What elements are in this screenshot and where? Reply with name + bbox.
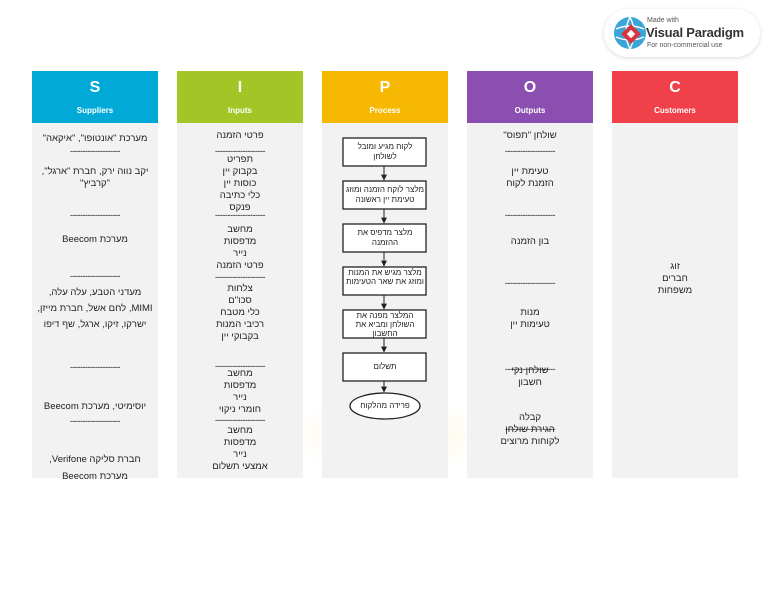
divider: --------------------: [215, 361, 265, 371]
divider: --------------------: [215, 146, 265, 156]
supplier-item: יקב נווה ירק, חברת "ארגל", "קרביץ": [41, 166, 149, 189]
divider: --------------------: [70, 416, 120, 426]
divider: --------------------: [505, 364, 555, 374]
process-end-label: פרידה מהלקוח: [360, 401, 410, 410]
column-body: לקוח מגיע ומובל לשולחן מלצר לוקח הזמנה ו…: [322, 123, 448, 478]
column-header-inputs: I Inputs: [177, 71, 303, 123]
input-item: מחשב מדפסות נייר אמצעי תשלום: [212, 425, 268, 472]
process-step-label: המלצר מפנה את השולחן ומביא את החשבון: [355, 311, 415, 338]
column-letter: O: [523, 79, 537, 96]
process-flowchart: [342, 137, 427, 420]
column-header-process: P Process: [322, 71, 448, 123]
divider: --------------------: [505, 210, 555, 220]
process-step-label: מלצר מדפיס את ההזמנה: [357, 228, 413, 247]
divider: --------------------: [70, 146, 120, 156]
customer-item: זוג חברים משפחות: [657, 261, 693, 296]
divider: --------------------: [70, 210, 120, 220]
divider: --------------------: [215, 415, 265, 425]
output-item: טעימת יין הזמנת לקוח: [506, 166, 554, 189]
column-letter: S: [89, 79, 101, 96]
column-header-customers: C Customers: [612, 71, 738, 123]
process-step-label: מלצר לוקח הזמנה ומוזג טעימת יין ראשונה: [346, 185, 424, 204]
divider: --------------------: [70, 271, 120, 281]
column-suppliers: S Suppliers מערכת "אונטופו", "איקאה" ---…: [32, 71, 158, 482]
column-body: שולחן "תפוס" -------------------- טעימת …: [467, 123, 593, 478]
column-process: P Process לקוח מגיע ומובל לש: [322, 71, 448, 478]
column-title: Outputs: [514, 106, 546, 115]
column-title: Customers: [654, 106, 696, 115]
process-step-label: מלצר מגיש את המנות ומוזג את שאר הטעימות: [346, 268, 424, 286]
column-body: זוג חברים משפחות: [612, 123, 738, 478]
process-end-ellipse: [349, 392, 421, 420]
column-letter: P: [379, 79, 391, 96]
column-title: Suppliers: [76, 106, 114, 115]
visual-paradigm-logo-icon: [614, 16, 646, 50]
column-body: פרטי הזמנה -------------------- תפריט בק…: [177, 123, 303, 478]
process-step-label: תשלום: [373, 362, 397, 371]
input-item: צלחות סכו"ם כלי מטבח רכיבי המנות בקבוקי …: [215, 283, 265, 342]
column-title: Process: [369, 106, 401, 115]
watermark-badge: Made with Visual Paradigm For non-commer…: [604, 9, 760, 57]
supplier-item: יוסימיטי, מערכת Beecom: [43, 401, 147, 412]
divider: --------------------: [505, 278, 555, 288]
watermark-subtitle: For non-commercial use: [647, 42, 723, 49]
output-item: שולחן "תפוס": [503, 130, 557, 141]
divider: --------------------: [505, 424, 555, 434]
supplier-item: חברת סליקה Verifone, מערכת Beecom: [49, 454, 141, 482]
column-header-outputs: O Outputs: [467, 71, 593, 123]
column-header-suppliers: S Suppliers: [32, 71, 158, 123]
output-item: שולחן נקי חשבון: [511, 365, 549, 388]
input-item: מחשב מדפסות נייר פרטי הזמנה: [216, 224, 264, 271]
column-letter: C: [669, 79, 681, 96]
column-title: Inputs: [228, 106, 252, 115]
column-customers: C Customers זוג חברים משפחות: [612, 71, 738, 478]
divider: --------------------: [70, 362, 120, 372]
watermark-brand: Visual Paradigm: [646, 25, 744, 40]
supplier-item: מערכת Beecom: [62, 234, 128, 245]
column-outputs: O Outputs שולחן "תפוס" -----------------…: [467, 71, 593, 478]
process-step-label: לקוח מגיע ומובל לשולחן: [357, 142, 413, 161]
process-step-box: [342, 137, 427, 167]
input-item: מחשב מדפסות נייר חומרי ניקוי: [218, 368, 262, 415]
supplier-item: מעדני הטבע, עלה עלה, MIMI, לחם אשל, חברת…: [37, 287, 153, 330]
divider: --------------------: [215, 272, 265, 282]
column-inputs: I Inputs פרטי הזמנה --------------------…: [177, 71, 303, 478]
output-item: קבלה הגירת שולחן לקוחות מרוצים: [500, 412, 560, 447]
divider: --------------------: [215, 210, 265, 220]
column-letter: I: [237, 79, 243, 96]
supplier-item: מערכת "אונטופו", "איקאה": [42, 133, 148, 144]
input-item: פרטי הזמנה: [216, 130, 264, 141]
watermark-made-with: Made with: [647, 17, 679, 24]
divider: --------------------: [505, 146, 555, 156]
output-item: בון הזמנה: [510, 236, 550, 247]
output-item: מנות טעימות יין: [510, 307, 550, 330]
column-body: מערכת "אונטופו", "איקאה" ---------------…: [32, 123, 158, 482]
input-item: תפריט בקבוק יין כוסות יין כלי כתיבה פנקס: [219, 154, 261, 213]
